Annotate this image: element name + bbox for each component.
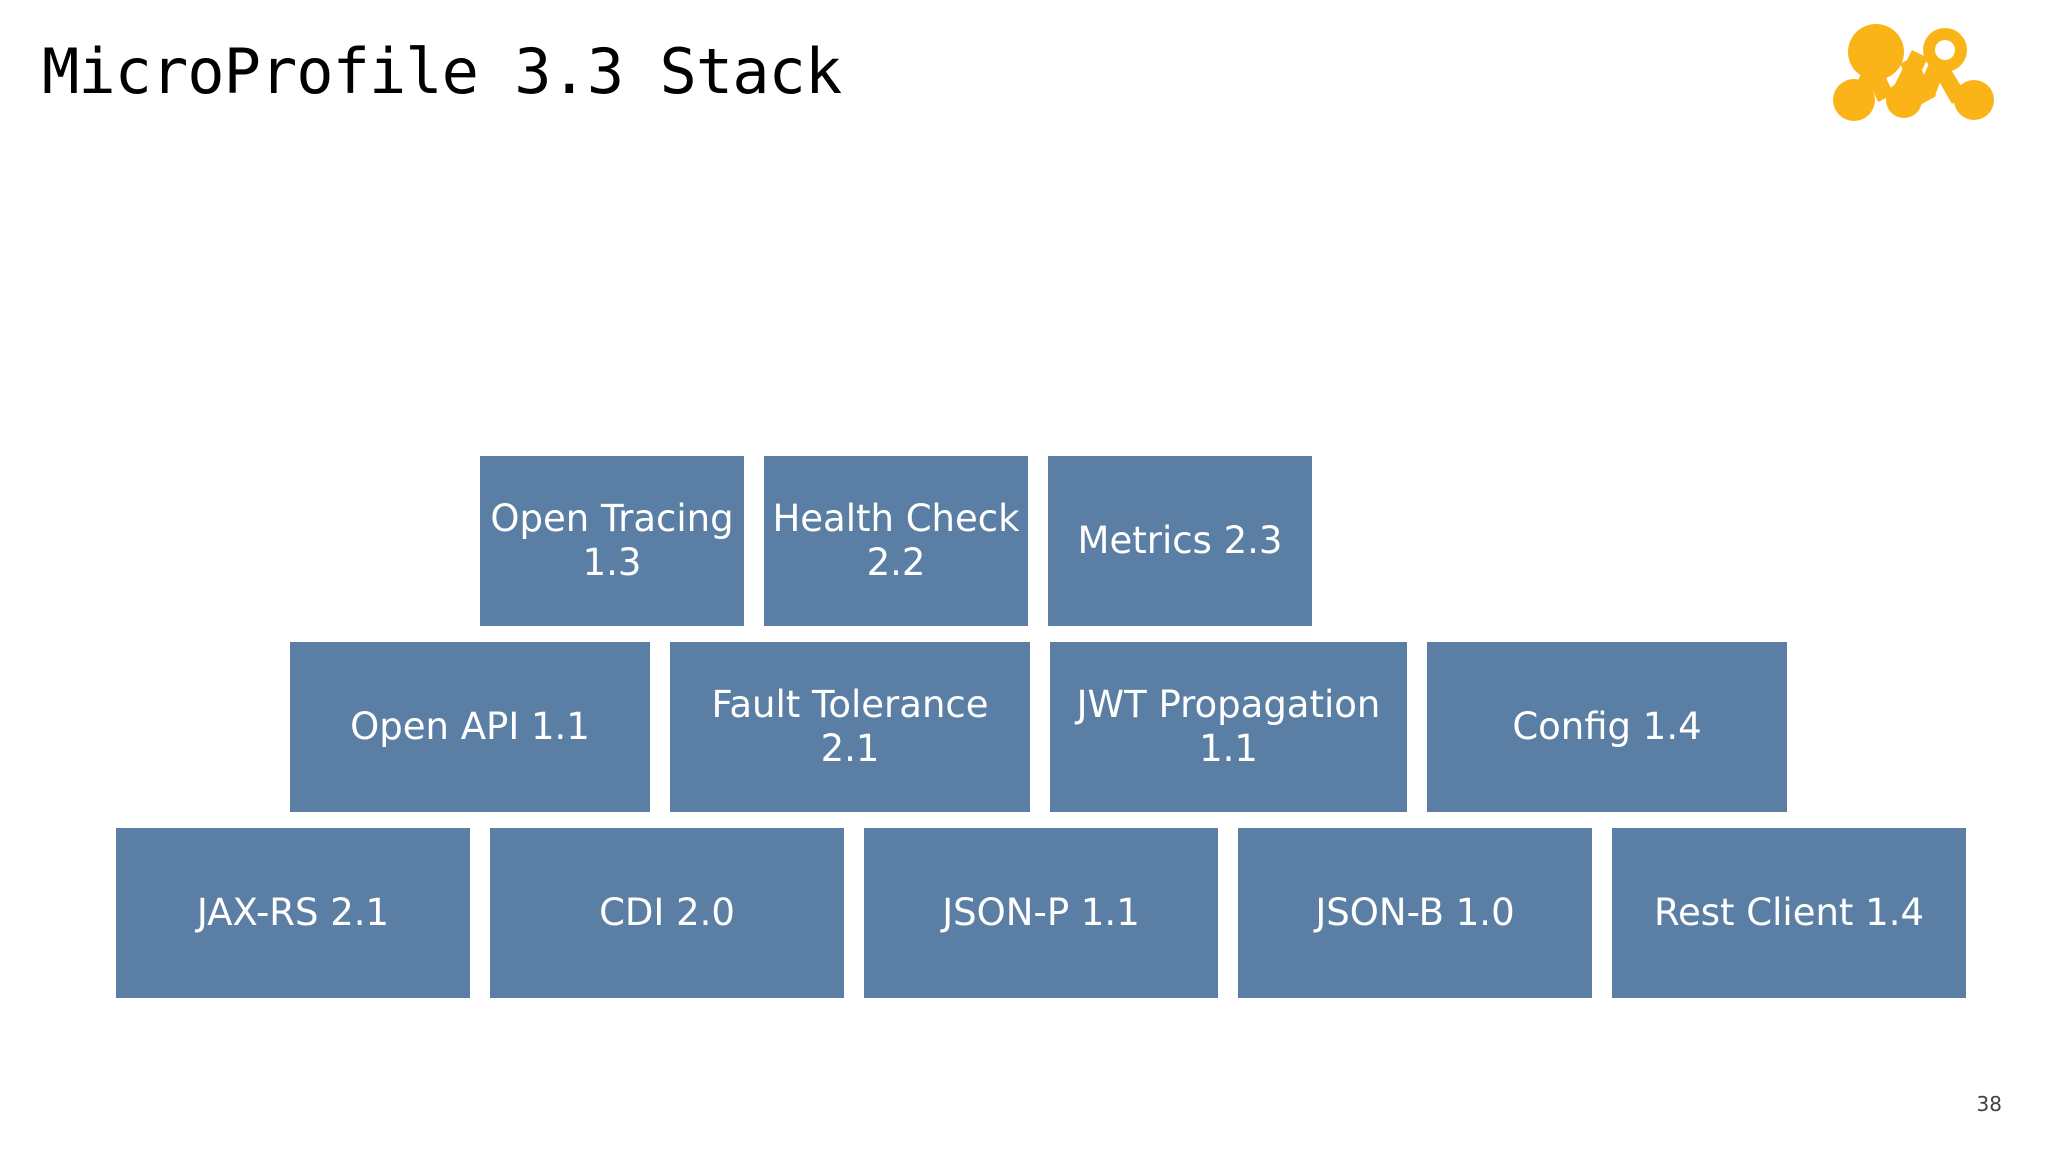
stack-box-label: Fault Tolerance 2.1 — [711, 683, 989, 770]
stack-box: Config 1.4 — [1427, 642, 1787, 812]
stack-box: Health Check 2.2 — [764, 456, 1028, 626]
stack-box: CDI 2.0 — [490, 828, 844, 998]
stack-box-label: JSON-P 1.1 — [942, 891, 1140, 935]
stack-box-label: JWT Propagation 1.1 — [1076, 683, 1381, 770]
stack-box-label: JAX-RS 2.1 — [196, 891, 390, 935]
stack-box: JSON-B 1.0 — [1238, 828, 1592, 998]
slide-number: 38 — [1976, 1092, 2002, 1116]
stack-box: Open API 1.1 — [290, 642, 650, 812]
page-title: MicroProfile 3.3 Stack — [42, 35, 842, 108]
stack-box-label: Config 1.4 — [1512, 705, 1702, 749]
stack-box: Fault Tolerance 2.1 — [670, 642, 1030, 812]
stack-box: Metrics 2.3 — [1048, 456, 1312, 626]
stack-box: Open Tracing 1.3 — [480, 456, 744, 626]
stack-box: JWT Propagation 1.1 — [1050, 642, 1407, 812]
stack-row-middle: Open API 1.1 Fault Tolerance 2.1 JWT Propa… — [290, 642, 1787, 812]
stack-row-top: Open Tracing 1.3 Health Check 2.2 Metrics … — [480, 456, 1312, 626]
stack-box-label: Open Tracing 1.3 — [490, 497, 734, 584]
stack-box: Rest Client 1.4 — [1612, 828, 1966, 998]
stack-box: JAX-RS 2.1 — [116, 828, 470, 998]
stack-box-label: Metrics 2.3 — [1077, 519, 1283, 563]
stack-row-bottom: JAX-RS 2.1 CDI 2.0 JSON-P 1.1 JSON-B 1.0 Res… — [116, 828, 1966, 998]
stack-box: JSON-P 1.1 — [864, 828, 1218, 998]
stack-box-label: Rest Client 1.4 — [1653, 891, 1925, 935]
microprofile-logo — [1828, 16, 2008, 121]
stack-box-label: JSON-B 1.0 — [1315, 891, 1515, 935]
stack-box-label: CDI 2.0 — [599, 891, 735, 935]
stack-box-label: Health Check 2.2 — [772, 497, 1020, 584]
stack-box-label: Open API 1.1 — [350, 705, 590, 749]
